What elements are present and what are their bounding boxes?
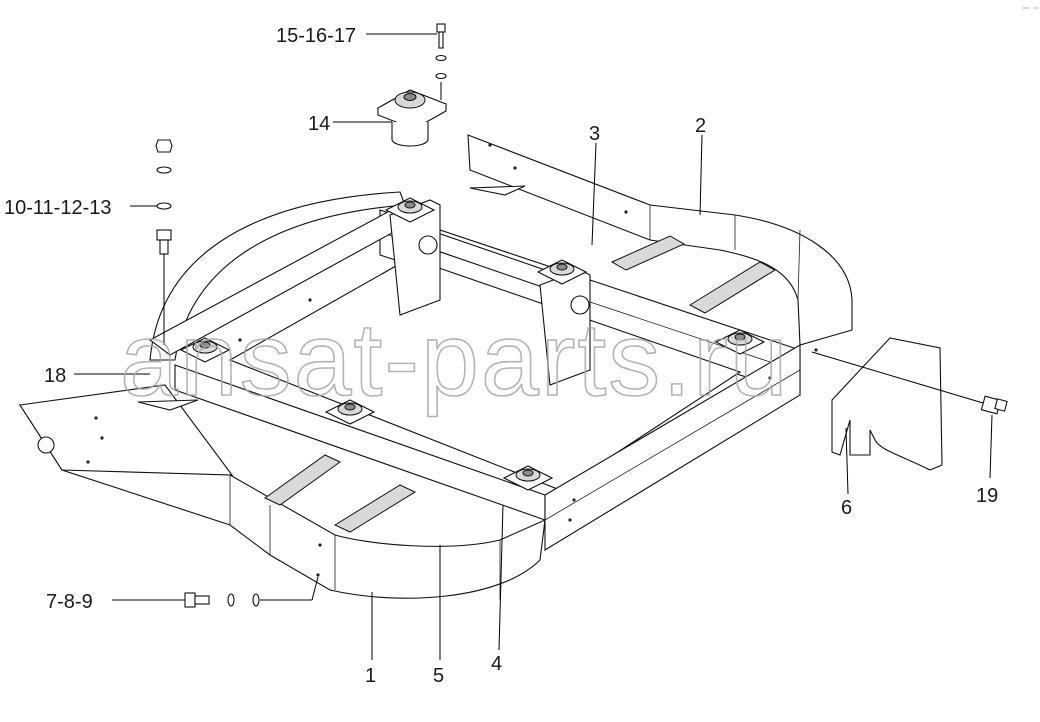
callout-15-16-17: 15-16-17 xyxy=(276,25,356,47)
gusset-front xyxy=(137,399,199,411)
callout-2: 2 xyxy=(695,115,706,137)
callout-6: 6 xyxy=(841,497,852,519)
frame-front-right-rail xyxy=(544,344,801,551)
callout-1: 1 xyxy=(365,665,376,687)
callout-10-11-12-13: 10-11-12-13 xyxy=(4,197,111,219)
gusset-rear xyxy=(469,185,526,196)
callout-19: 19 xyxy=(976,485,998,507)
frame-floor-plate xyxy=(228,257,742,491)
exploded-rubber-mount xyxy=(376,89,448,147)
center-beam-left xyxy=(389,199,441,316)
callout-18: 18 xyxy=(44,365,66,387)
callout-5: 5 xyxy=(433,665,444,687)
callout-labels: 15-16-17 14 10-11-12-13 18 7-8-9 1 5 4 3… xyxy=(4,25,998,687)
bolt-set-15-16-17 xyxy=(435,23,447,80)
watermark-text: ansat-parts.ru xyxy=(120,302,790,418)
frame-holes xyxy=(86,143,818,577)
callout-14: 14 xyxy=(308,113,330,135)
callout-7-8-9: 7-8-9 xyxy=(46,591,93,613)
leader-lines xyxy=(74,33,993,660)
bracket-part-6 xyxy=(831,337,943,471)
rubber-mounts xyxy=(179,197,766,491)
hitch-eye xyxy=(37,436,55,454)
bolt-part-19 xyxy=(980,395,1008,415)
inner-bars xyxy=(264,235,777,533)
callout-3: 3 xyxy=(589,123,600,145)
callout-4: 4 xyxy=(491,653,502,675)
bolt-set-7-8-9 xyxy=(184,592,260,608)
bolt-set-10-11-12-13 xyxy=(155,139,173,255)
